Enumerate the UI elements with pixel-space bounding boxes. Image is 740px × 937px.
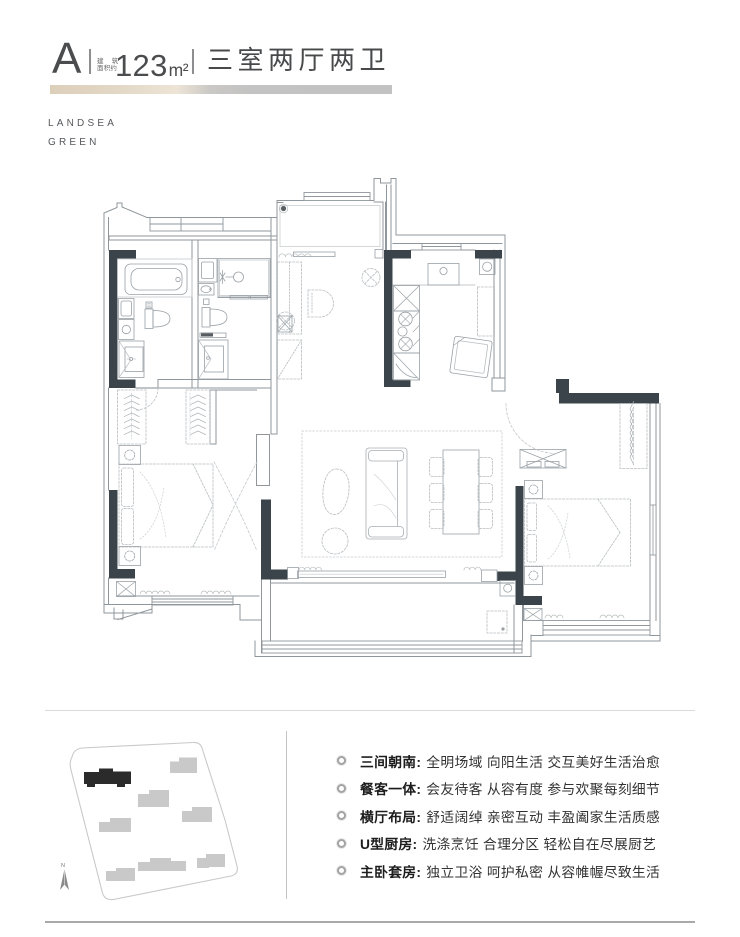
- pillow: [526, 502, 537, 531]
- pillow: [121, 508, 134, 545]
- door-swing: [213, 461, 258, 552]
- divider-top: [45, 710, 695, 711]
- rug: [301, 430, 503, 558]
- feature-item: 主卧套房:独立卫浴 呵护私密 从容帷幄尽致生活: [337, 857, 682, 885]
- area-value: 123: [115, 48, 168, 83]
- burner-2: [398, 336, 413, 352]
- kitchen-counter-left: [393, 285, 420, 381]
- feature-label: 餐客一体:: [360, 782, 422, 798]
- feature-item: 三间朝南:全明场域 向阳生活 交互美好生活治愈: [337, 747, 682, 775]
- ceiling-symbol-1: [361, 268, 381, 287]
- area-figure: 123 m²: [115, 48, 189, 83]
- feature-desc: 洗涤烹饪 合理分区 轻松自在尽展厨艺: [422, 837, 657, 853]
- sofa: [365, 447, 408, 540]
- bedroom-2: [505, 401, 657, 621]
- pillow: [121, 467, 134, 507]
- bedroom-1: [116, 389, 258, 597]
- feature-label: U型厨房:: [360, 837, 418, 853]
- feature-desc: 会友待客 从容有度 参与欢聚每刻细节: [426, 782, 661, 798]
- brand-line1: LANDSEA: [48, 118, 118, 129]
- foyer: [278, 203, 384, 259]
- curtain: [139, 590, 171, 595]
- accent-gradient-bar: [50, 85, 392, 94]
- nightstand: [524, 480, 543, 499]
- feature-desc: 全明场域 向阳生活 交互美好生活治愈: [426, 754, 661, 770]
- armchair: [307, 289, 334, 318]
- tv-console: [297, 570, 446, 578]
- bullet-icon: [337, 838, 346, 848]
- bed-2: [524, 498, 631, 567]
- bullet-icon: [337, 756, 346, 766]
- dining-set: [429, 449, 493, 535]
- site-plan: N: [60, 741, 238, 901]
- washbasin: [198, 258, 218, 296]
- wardrobe-2: [185, 389, 211, 445]
- bathroom-1: [117, 258, 193, 411]
- floor-plan: [103, 178, 661, 657]
- bullet-icon: [337, 866, 346, 876]
- dresser: [519, 449, 567, 469]
- svg-text:N: N: [61, 863, 65, 869]
- laundry-units: [118, 298, 135, 340]
- brand-line2: GREEN: [48, 137, 100, 148]
- feature-item: 餐客一体:会友待客 从容有度 参与欢聚每刻细节: [337, 775, 682, 803]
- ottoman: [321, 527, 349, 555]
- feature-desc: 舒适阔绰 亲密互动 丰盈阖家生活质感: [426, 809, 661, 825]
- living-dining: [276, 253, 516, 597]
- feature-label: 三间朝南:: [360, 754, 422, 770]
- north-arrow: N: [60, 863, 69, 890]
- bullet-icon: [337, 811, 346, 821]
- area-note-line2: 面积约: [97, 64, 118, 72]
- header-divider-1: [89, 48, 91, 74]
- hall-cabinet: [277, 339, 302, 380]
- curtain: [463, 566, 482, 571]
- curtain: [298, 566, 322, 571]
- highlighted-building: [84, 768, 131, 787]
- feature-list: 三间朝南:全明场域 向阳生活 交互美好生活治愈 餐客一体:会友待客 从容有度 参…: [337, 747, 682, 885]
- unit-label: A: [52, 34, 82, 83]
- nightstand: [118, 546, 141, 566]
- plant: [322, 468, 350, 515]
- structural-walls: [109, 250, 659, 605]
- bathroom-2: [198, 258, 271, 380]
- shower-stall-2: [198, 332, 229, 380]
- nightstand: [524, 566, 543, 585]
- wardrobe-3: [619, 403, 648, 469]
- curtain: [200, 590, 232, 595]
- pillow: [526, 534, 537, 563]
- feature-item: 横厅布局:舒适阔绰 亲密互动 丰盈阖家生活质感: [337, 802, 682, 830]
- bullet-icon: [337, 783, 346, 793]
- toilet-1: [144, 308, 171, 329]
- buildings: [99, 757, 225, 881]
- water-heater: [477, 258, 496, 337]
- wardrobe-1: [117, 389, 147, 445]
- feature-item: U型厨房:洗涤烹饪 合理分区 轻松自在尽展厨艺: [337, 830, 682, 858]
- divider-vertical: [286, 731, 287, 899]
- ceiling-symbol-2: [276, 311, 295, 331]
- kitchen: [392, 258, 496, 381]
- door-swing: [505, 403, 557, 454]
- shower: [217, 258, 271, 300]
- area-note: 建 筑 面积约: [97, 58, 121, 72]
- feature-label: 横厅布局:: [360, 809, 422, 825]
- header-divider-2: [192, 48, 194, 74]
- kitchen-sink: [427, 263, 460, 286]
- feature-desc: 独立卫浴 呵护私密 从容帷幄尽致生活: [426, 864, 661, 880]
- site-boundary: [69, 741, 238, 901]
- divider-bottom: [45, 921, 695, 923]
- bathtub: [124, 263, 188, 295]
- fridge: [449, 335, 493, 379]
- curtain: [278, 253, 312, 258]
- burner-1: [398, 311, 413, 327]
- nightstand: [118, 445, 141, 465]
- toilet-2: [201, 307, 228, 328]
- layout-title: 三室两厅两卫: [207, 45, 391, 75]
- vanity-1: [118, 340, 145, 378]
- area-note-line1: 建 筑: [97, 57, 122, 65]
- feature-label: 主卧套房:: [360, 864, 422, 880]
- area-unit: m²: [168, 60, 189, 80]
- balcony: [298, 566, 508, 634]
